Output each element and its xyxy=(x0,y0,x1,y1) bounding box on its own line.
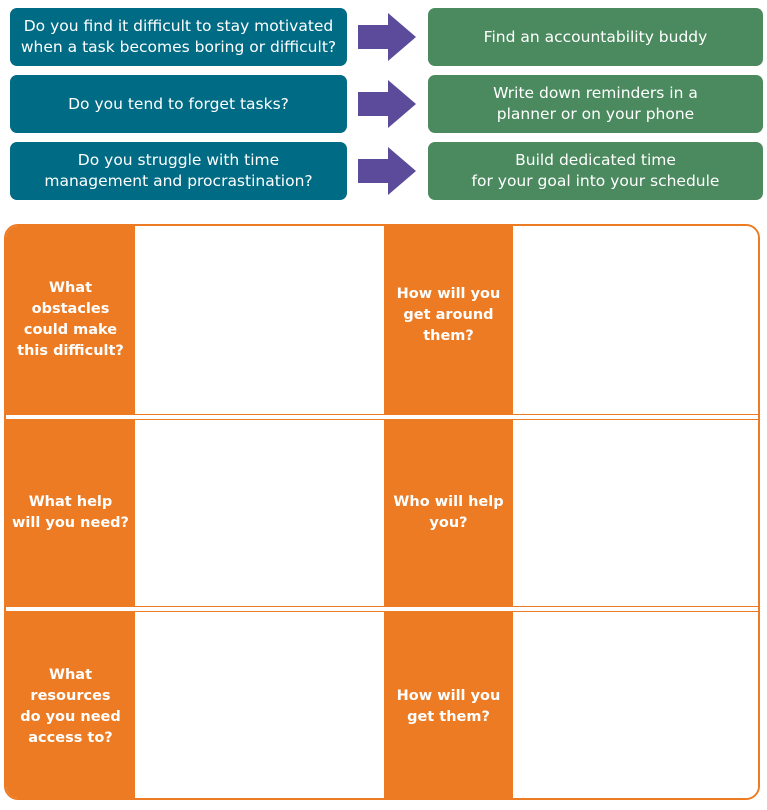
prompt-get-around: How will you get around them? xyxy=(384,226,513,414)
question-box-2: Do you tend to forget tasks? xyxy=(10,75,347,133)
prompt-who-helps: Who will help you? xyxy=(384,420,513,606)
prompt-help-needed: What help will you need? xyxy=(6,420,135,606)
worksheet-grid: What obstacles could make this difficult… xyxy=(4,224,760,800)
response-area-who-helps[interactable] xyxy=(513,420,758,606)
flow-row-3: Do you struggle with time management and… xyxy=(0,142,767,200)
prompt-obstacles: What obstacles could make this difficult… xyxy=(6,226,135,414)
worksheet-row-resources: What resources do you need access to? Ho… xyxy=(6,612,758,798)
worksheet-row-obstacles: What obstacles could make this difficult… xyxy=(6,226,758,414)
response-area-help-needed[interactable] xyxy=(135,420,384,606)
prompt-get-them: How will you get them? xyxy=(384,612,513,798)
row-divider xyxy=(6,606,758,612)
answer-box-1: Find an accountability buddy xyxy=(428,8,763,66)
answer-box-2: Write down reminders in a planner or on … xyxy=(428,75,763,133)
prompt-who-helps-text: Who will help you? xyxy=(393,494,504,531)
prompt-resources: What resources do you need access to? xyxy=(6,612,135,798)
response-area-get-around[interactable] xyxy=(513,226,758,414)
right-arrow-icon xyxy=(358,80,416,128)
question-box-1: Do you find it difficult to stay motivat… xyxy=(10,8,347,66)
response-area-resources[interactable] xyxy=(135,612,384,798)
answer-box-3: Build dedicated time for your goal into … xyxy=(428,142,763,200)
flow-row-2: Do you tend to forget tasks? Write down … xyxy=(0,75,767,133)
row-divider xyxy=(6,414,758,420)
flow-row-1: Do you find it difficult to stay motivat… xyxy=(0,8,767,66)
worksheet-row-help: What help will you need? Who will help y… xyxy=(6,420,758,606)
question-box-3: Do you struggle with time management and… xyxy=(10,142,347,200)
response-area-obstacles[interactable] xyxy=(135,226,384,414)
prompt-get-around-text: How will you get around them? xyxy=(396,286,501,344)
prompt-help-needed-text: What help will you need? xyxy=(12,494,129,531)
prompt-obstacles-text: What obstacles could make this difficult… xyxy=(17,280,124,359)
right-arrow-icon xyxy=(358,147,416,195)
right-arrow-icon xyxy=(358,13,416,61)
response-area-get-them[interactable] xyxy=(513,612,758,798)
prompt-get-them-text: How will you get them? xyxy=(396,688,501,725)
prompt-resources-text: What resources do you need access to? xyxy=(20,667,121,746)
